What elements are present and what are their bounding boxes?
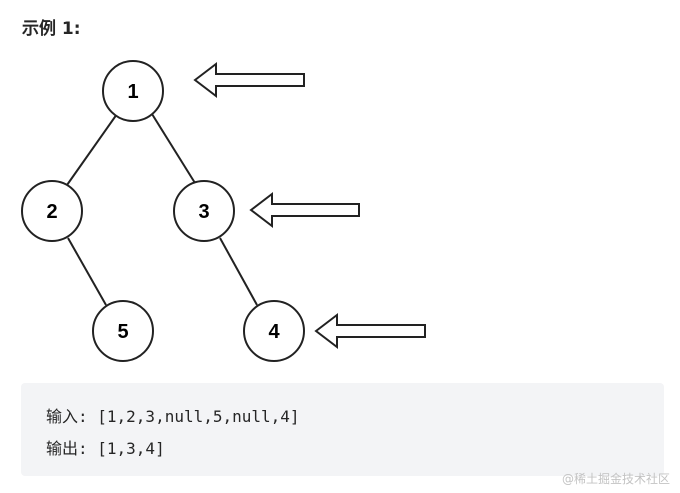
tree-edges: [66, 113, 258, 306]
tree-node-5: 5: [92, 300, 154, 362]
node-label: 4: [268, 321, 280, 343]
node-label: 5: [117, 321, 128, 343]
edge-2-5: [67, 237, 107, 306]
tree-node-3: 3: [173, 180, 235, 242]
node-label: 1: [127, 81, 138, 103]
example-title: 示例 1:: [22, 19, 81, 39]
edge-1-3: [151, 113, 196, 184]
edge-3-4: [219, 237, 258, 306]
watermark: @稀土掘金技术社区: [561, 472, 670, 486]
input-line: 输入: [1,2,3,null,5,null,4]: [46, 407, 300, 426]
edge-1-2: [66, 113, 118, 186]
binary-tree-diagram: 1 2 3 5 4: [21, 60, 426, 362]
tree-node-2: 2: [21, 180, 83, 242]
arrow-left-icon: [193, 61, 305, 99]
tree-node-1: 1: [102, 60, 164, 122]
arrow-left-icon: [249, 191, 360, 229]
arrow-left-icon: [314, 312, 426, 350]
example-code-block: 输入: [1,2,3,null,5,null,4] 输出: [1,3,4]: [21, 383, 664, 476]
tree-node-4: 4: [243, 300, 305, 362]
node-label: 3: [198, 201, 209, 223]
output-line: 输出: [1,3,4]: [46, 439, 165, 458]
node-label: 2: [46, 201, 57, 223]
